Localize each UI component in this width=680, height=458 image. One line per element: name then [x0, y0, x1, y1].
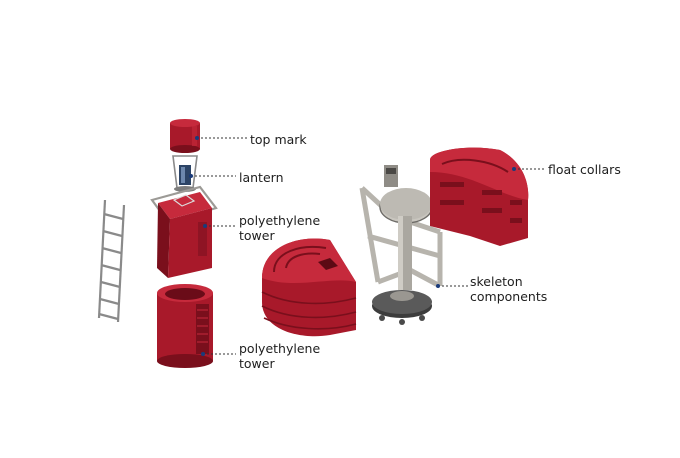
label-polyethylene-tower-upper: polyethylene tower	[239, 213, 321, 243]
leader-lines	[191, 137, 545, 355]
float-collar-back	[430, 147, 529, 246]
label-lantern: lantern	[239, 170, 284, 185]
skeleton-components	[359, 165, 443, 325]
ladder	[97, 199, 126, 323]
polyethylene-tower-upper	[150, 185, 218, 278]
top-mark	[170, 119, 200, 153]
label-float-collars: float collars	[548, 162, 621, 177]
label-skeleton-components: skeleton components	[470, 274, 548, 304]
label-top-mark: top mark	[250, 132, 307, 147]
leader-dots	[189, 136, 516, 356]
lantern	[172, 155, 198, 192]
float-collar-front	[261, 238, 357, 337]
polyethylene-tower-lower	[157, 284, 213, 368]
label-polyethylene-tower-lower: polyethylene tower	[239, 341, 321, 371]
